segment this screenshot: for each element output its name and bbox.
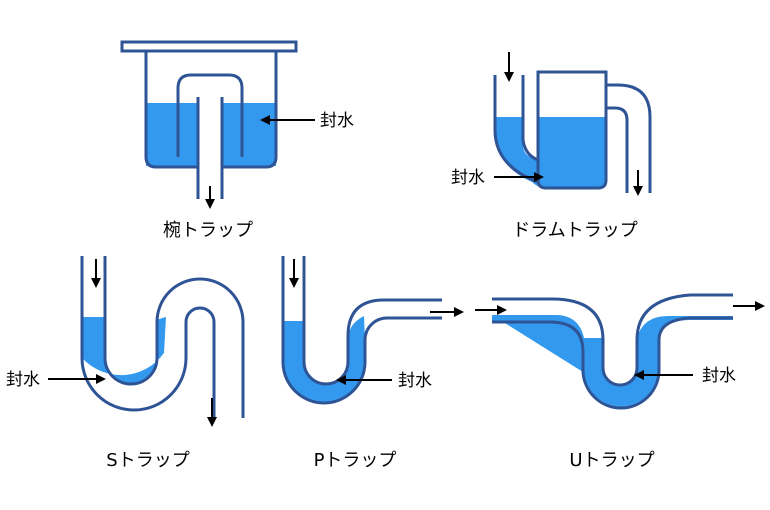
- s-trap-caption: Sトラップ: [106, 450, 189, 471]
- s-trap-water: [82, 317, 166, 384]
- p-trap-caption: Pトラップ: [314, 450, 397, 471]
- drum-trap-outlet-pipe: [606, 83, 652, 193]
- p-trap-inner-pipe: [302, 256, 442, 386]
- u-trap-water-fill: [492, 315, 733, 406]
- u-trap-outer-pipe: [492, 316, 733, 410]
- p-trap: 封水 Pトラップ: [281, 256, 464, 471]
- bowl-trap-lid: [120, 40, 298, 53]
- drum-trap-drum: [536, 70, 608, 190]
- s-trap: 封水 Sトラップ: [6, 256, 245, 471]
- drum-trap-caption: ドラムトラップ: [512, 220, 637, 241]
- p-trap-outer-pipe: [281, 256, 442, 405]
- u-trap-inner-pipe: [492, 293, 733, 387]
- u-trap-water: [492, 315, 733, 408]
- s-trap-outer-pipe: [80, 256, 216, 418]
- s-trap-inner-pipe: [103, 256, 245, 418]
- drum-trap: 封水 ドラムトラップ: [451, 52, 652, 241]
- bowl-trap-seal-label: 封水: [320, 111, 354, 131]
- bowl-trap-caption: 椀トラップ: [163, 220, 253, 241]
- s-trap-seal-label: 封水: [6, 370, 40, 390]
- u-trap-seal-label: 封水: [702, 366, 736, 386]
- p-trap-seal-label: 封水: [398, 371, 432, 391]
- bowl-trap-outlet-pipe: [198, 97, 222, 199]
- bowl-trap: 封水 椀トラップ: [120, 40, 354, 241]
- u-trap: 封水 Uトラップ: [475, 293, 765, 471]
- drum-trap-seal-label: 封水: [451, 168, 485, 188]
- drum-trap-bend: [493, 129, 539, 184]
- u-trap-caption: Uトラップ: [569, 450, 654, 471]
- bowl-trap-cap: [176, 73, 244, 157]
